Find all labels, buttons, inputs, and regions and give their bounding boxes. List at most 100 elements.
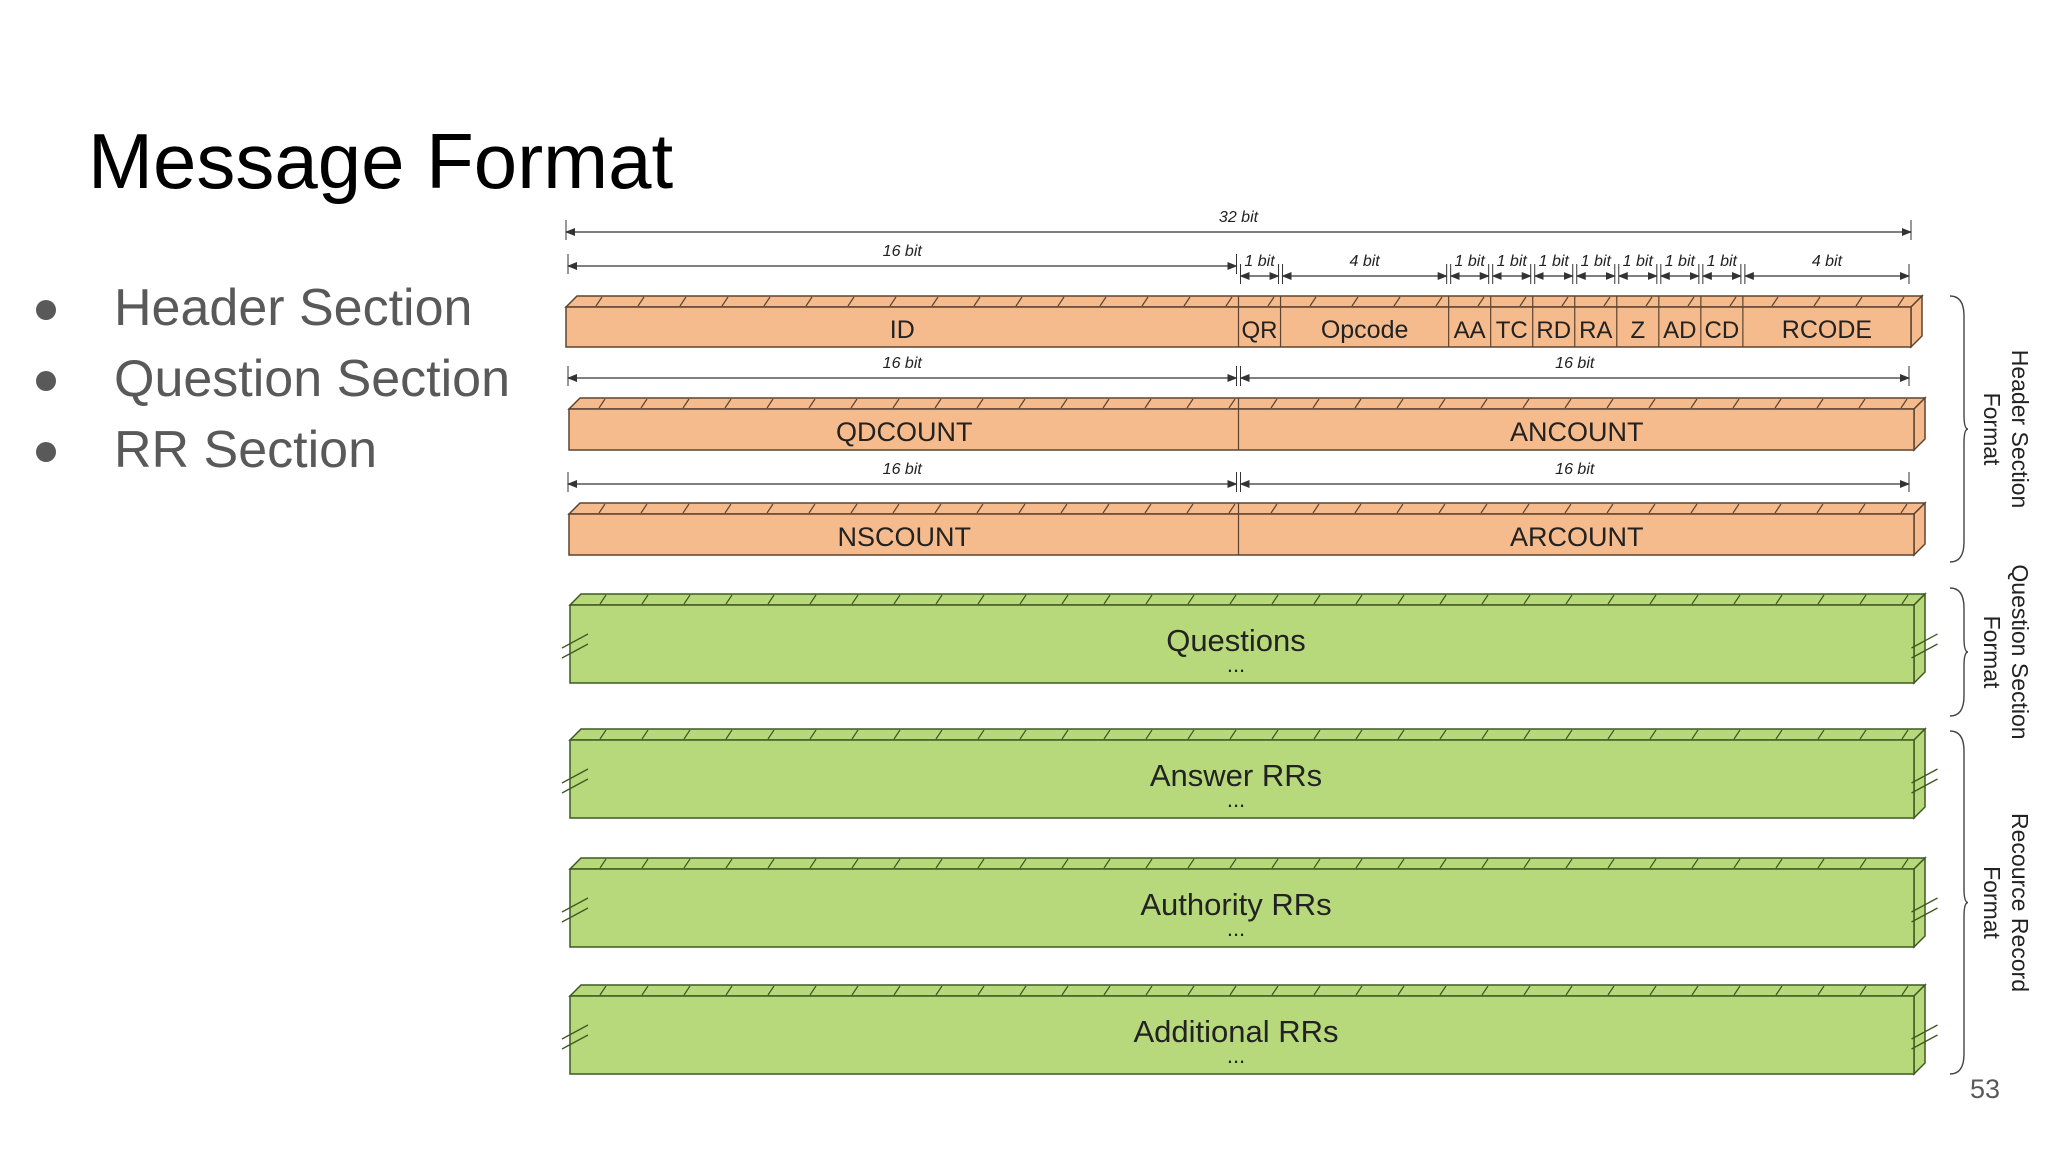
section-questions-hatch: [1439, 594, 1447, 605]
section-additional-rrs-side-face: [1913, 983, 1926, 1076]
section-questions-hatch: [1061, 594, 1069, 605]
header-row-2-hatch: [1144, 398, 1152, 409]
section-authority-rrs-hatch: [767, 858, 775, 869]
field-rd: RD: [1536, 317, 1571, 344]
header-row-1-hatch: [1519, 296, 1527, 307]
section-additional-rrs-break-mark: [561, 1034, 589, 1050]
section-additional-rrs-hatch: [935, 985, 943, 996]
header-row-3-hatch: [1354, 503, 1362, 514]
question-section-label-line1: Question Section: [2007, 564, 2033, 739]
section-authority-rrs-hatch: [1649, 858, 1657, 869]
section-answer-rrs-hatch: [1439, 729, 1447, 740]
header-row-2-hatch: [1522, 398, 1530, 409]
section-additional-rrs-hatch: [1775, 985, 1783, 996]
section-authority-rrs-hatch: [599, 858, 607, 869]
header-row-3-hatch: [1774, 503, 1782, 514]
section-additional-rrs-hatch: [1733, 985, 1741, 996]
section-answer-rrs-hatch: [1607, 729, 1615, 740]
section-answer-rrs-hatch: [1061, 729, 1069, 740]
section-questions-side-face: [1913, 592, 1926, 685]
section-additional-rrs-hatch: [1019, 985, 1027, 996]
header-row-1-hatch: [1267, 296, 1275, 307]
section-answer-rrs-hatch: [1817, 729, 1825, 740]
section-answer-rrs-break-mark: [561, 768, 589, 784]
header-row-2-hatch: [1270, 398, 1278, 409]
header-row-2-hatch: [1354, 398, 1362, 409]
section-answer-rrs-hatch: [1691, 729, 1699, 740]
header-row-1-hatch: [1015, 296, 1023, 307]
section-questions-break-mark: [1911, 643, 1938, 659]
section-answer-rrs-hatch: [1313, 729, 1321, 740]
section-authority-rrs-hatch: [1817, 858, 1825, 869]
bullet-text: Header Section: [114, 279, 473, 337]
section-answer-rrs-hatch: [1901, 729, 1909, 740]
header-row-1-hatch: [1393, 296, 1401, 307]
header-row-2-hatch: [1564, 398, 1572, 409]
section-additional-rrs-hatch: [1859, 985, 1867, 996]
field-bit-width-label: 4 bit: [1812, 253, 1843, 270]
header-row-2-hatch: [766, 398, 774, 409]
field-qr: QR: [1242, 317, 1278, 344]
header-row-3-hatch: [1606, 503, 1614, 514]
header-row-2-hatch: [892, 398, 900, 409]
field-ra: RA: [1579, 317, 1612, 344]
section-questions-hatch: [1397, 594, 1405, 605]
section-additional-rrs-hatch: [1523, 985, 1531, 996]
resource-record-label-line1: Recource Record: [2007, 813, 2033, 992]
section-answer-rrs-front-face: [569, 739, 1915, 819]
section-answer-rrs-hatch: [1187, 729, 1195, 740]
header-row-1-hatch: [721, 296, 729, 307]
section-label: Questions: [1166, 623, 1306, 658]
section-authority-rrs-break-mark: [561, 897, 589, 913]
header-row-2-hatch: [1900, 398, 1908, 409]
header-row-1-hatch: [679, 296, 687, 307]
header-row-1-hatch: [1729, 296, 1737, 307]
header-row-2-hatch: [724, 398, 732, 409]
section-answer-rrs-hatch: [893, 729, 901, 740]
header-row-3-front-face: [568, 513, 1915, 556]
section-continuation: ...: [1227, 652, 1245, 677]
field-tc: TC: [1496, 317, 1528, 344]
section-authority-rrs-front-face: [569, 868, 1915, 948]
section-label: Additional RRs: [1133, 1014, 1338, 1049]
header-row-3-hatch: [766, 503, 774, 514]
header-row-3-hatch: [1186, 503, 1194, 514]
header-row-2-hatch: [1816, 398, 1824, 409]
header-row-2-hatch: [1732, 398, 1740, 409]
section-questions-hatch: [1019, 594, 1027, 605]
slide-title: Message Format: [88, 117, 674, 205]
section-answer-rrs-break-mark: [1911, 768, 1938, 784]
section-answer-rrs-hatch: [809, 729, 817, 740]
section-authority-rrs-hatch: [935, 858, 943, 869]
header-row-1-hatch: [1057, 296, 1065, 307]
section-additional-rrs-break-mark: [1911, 1034, 1938, 1050]
section-questions-front-face: [569, 604, 1915, 684]
section-answer-rrs-hatch: [977, 729, 985, 740]
header-row-2-hatch: [934, 398, 942, 409]
section-answer-rrs-hatch: [1355, 729, 1363, 740]
section-authority-rrs-hatch: [641, 858, 649, 869]
section-answer-rrs-hatch: [1859, 729, 1867, 740]
header-row-1-hatch: [1435, 296, 1443, 307]
section-additional-rrs-hatch: [1439, 985, 1447, 996]
section-answer-rrs: Answer RRs...: [561, 727, 1938, 820]
section-answer-rrs-hatch: [1733, 729, 1741, 740]
header-row-2-hatch: [1690, 398, 1698, 409]
header-row-2-hatch: [640, 398, 648, 409]
header-section-label-line2: Format: [1979, 393, 2005, 466]
section-authority-rrs-hatch: [1523, 858, 1531, 869]
section-answer-rrs-hatch: [935, 729, 943, 740]
header-row-1-hatch: [595, 296, 603, 307]
header-row-2-hatch: [1060, 398, 1068, 409]
section-authority-rrs-hatch: [1061, 858, 1069, 869]
section-questions-hatch: [641, 594, 649, 605]
section-answer-rrs-hatch: [1397, 729, 1405, 740]
section-authority-rrs-hatch: [1397, 858, 1405, 869]
bullet-text: RR Section: [114, 421, 377, 479]
section-answer-rrs-hatch: [1523, 729, 1531, 740]
header-row-1-hatch: [1225, 296, 1233, 307]
section-questions-break-mark: [561, 643, 589, 659]
field-id: ID: [890, 316, 915, 344]
section-authority-rrs-hatch: [725, 858, 733, 869]
